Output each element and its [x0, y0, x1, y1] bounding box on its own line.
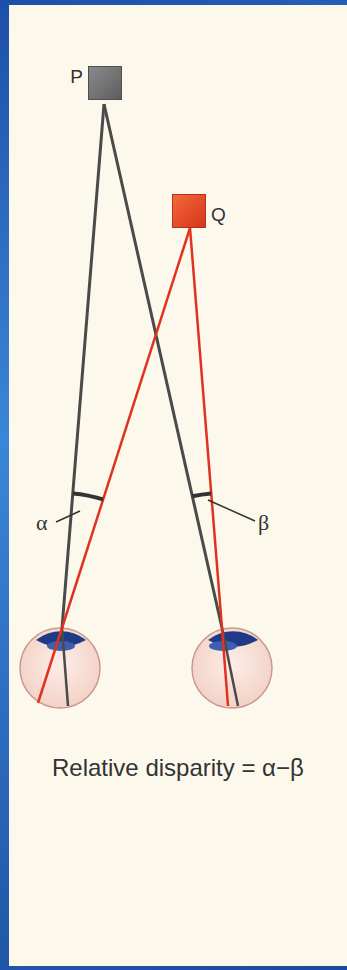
right-eye	[192, 628, 272, 708]
angle-label: β	[258, 510, 269, 536]
sight-line	[62, 628, 68, 706]
background-panel	[9, 5, 347, 966]
angle-arc	[192, 493, 211, 496]
object-label: P	[70, 66, 83, 88]
leader-line	[56, 511, 80, 522]
object-square: P	[70, 66, 122, 100]
sight-line	[62, 104, 104, 628]
sight-line	[222, 628, 238, 706]
square-shape	[172, 194, 206, 228]
sight-line	[62, 228, 190, 628]
angle-label: α	[36, 510, 48, 536]
square-shape	[88, 66, 122, 100]
sight-line	[190, 228, 222, 628]
object-square: Q	[172, 194, 226, 228]
object-label: Q	[211, 204, 226, 226]
caption-text: Relative disparity = α−β	[52, 754, 304, 782]
leader-line	[208, 500, 255, 521]
sight-line	[104, 104, 222, 628]
sight-line	[222, 628, 228, 706]
left-eye	[20, 628, 100, 708]
sight-line	[38, 628, 62, 703]
angle-arc	[73, 493, 103, 499]
